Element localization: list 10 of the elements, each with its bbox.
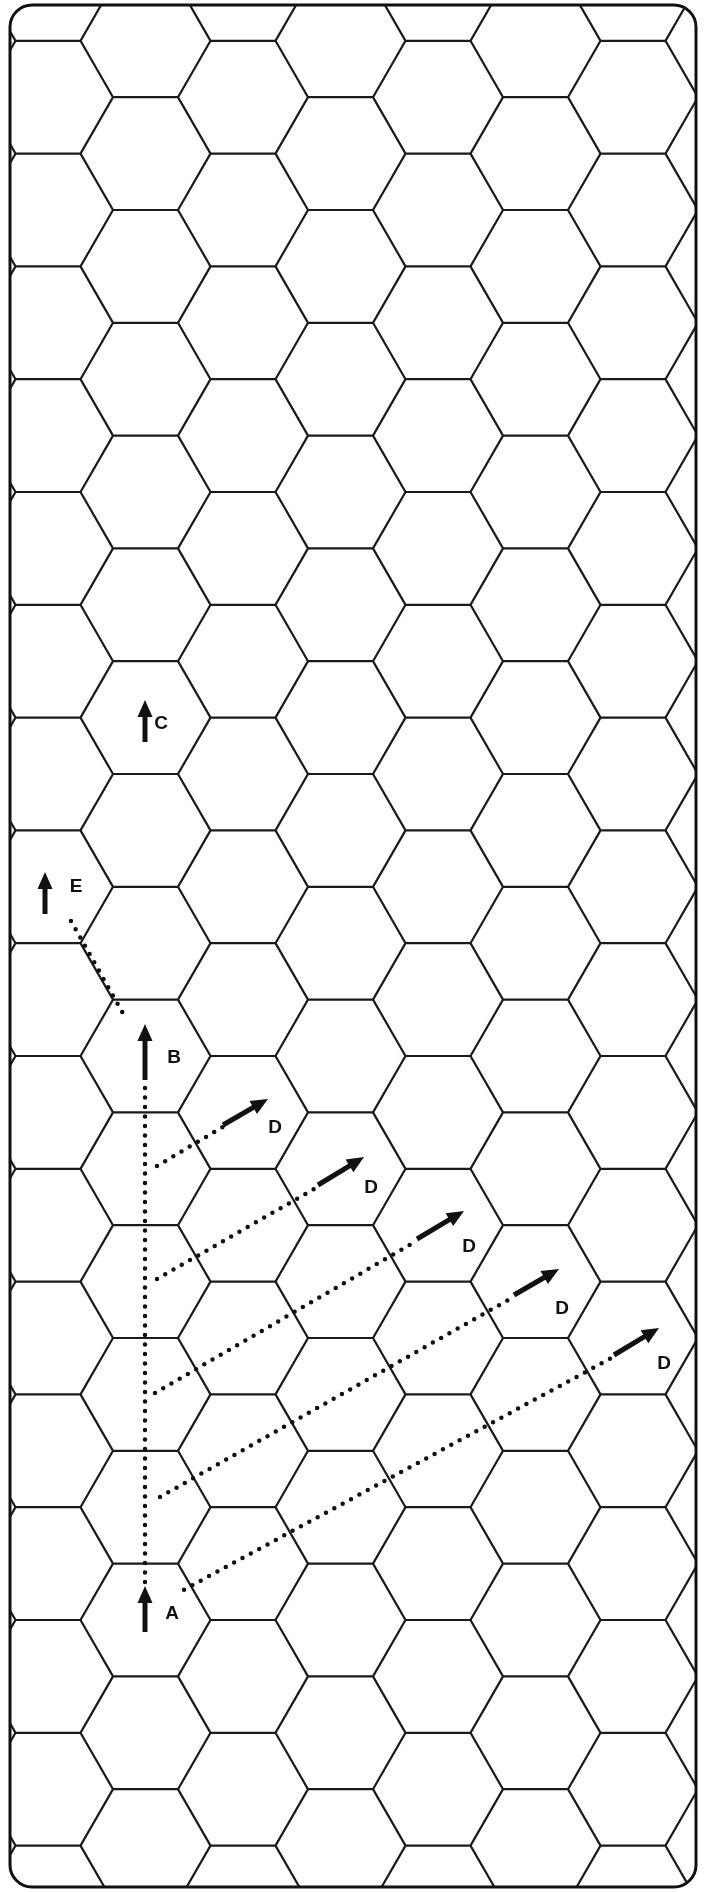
counter-letter: C — [154, 712, 168, 732]
counter-letter: D — [657, 1352, 671, 1372]
counter-letter: B — [167, 1046, 181, 1066]
counter-letter: A — [165, 1602, 179, 1622]
counter-letter: D — [364, 1176, 378, 1196]
counter-letter: D — [268, 1116, 282, 1136]
dotted-path — [154, 1124, 226, 1169]
counter-letter: D — [555, 1297, 569, 1317]
counter-letter: D — [462, 1235, 476, 1255]
counter-letter: E — [69, 875, 83, 895]
